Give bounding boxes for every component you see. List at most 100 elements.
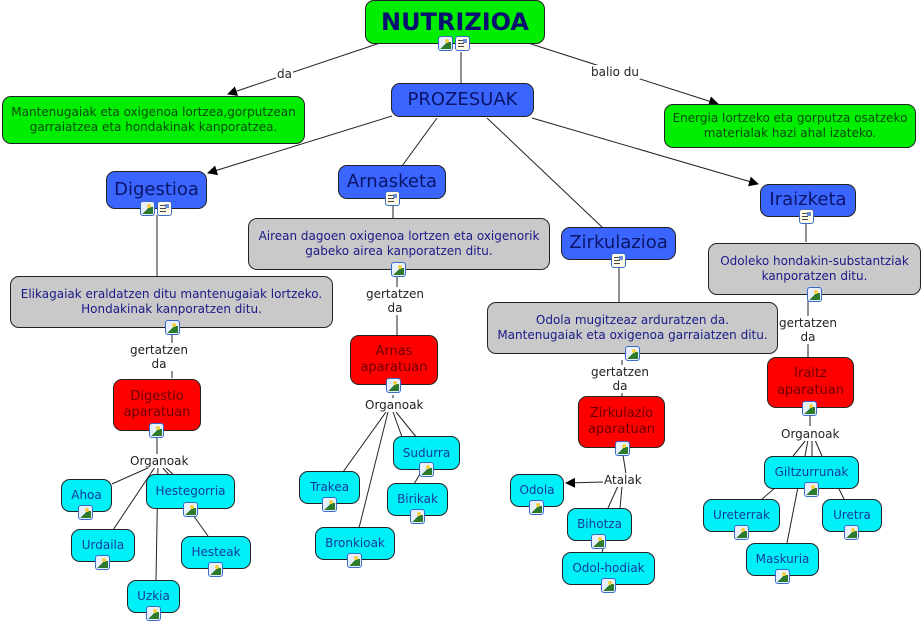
link-label-text: da <box>151 357 167 371</box>
description-arnasketa-icons <box>391 262 406 277</box>
value-node[interactable]: Energia lortzeko eta gorputza osatzeko m… <box>664 104 916 148</box>
processes-node[interactable]: PROZESUAK <box>391 83 534 117</box>
link-label-da: da <box>276 67 293 81</box>
image-icon[interactable] <box>391 262 406 277</box>
apparatus-line: aparatuan <box>360 360 428 375</box>
organ-icons <box>95 555 110 570</box>
document-icon[interactable] <box>611 253 626 268</box>
image-icon[interactable] <box>95 555 110 570</box>
apparatus-digestio-icons <box>149 423 164 438</box>
apparatus-line: Digestio <box>130 388 184 404</box>
link-label-gertatzen-da: gertatzen da <box>590 365 650 393</box>
organ-icons <box>591 534 606 549</box>
organ-icons <box>601 578 616 593</box>
document-icon[interactable] <box>799 209 814 224</box>
organ-icons <box>419 462 434 477</box>
apparatus-line: Arnas <box>375 343 413 359</box>
link-label-text: da <box>800 330 816 344</box>
definition-node[interactable]: Mantenugaiak eta oxigenoa lortzea,gorput… <box>2 96 305 144</box>
description-iraizketa[interactable]: Odoleko hondakin-substantziak kanporatze… <box>708 243 921 295</box>
image-icon[interactable] <box>78 505 93 520</box>
description-line: Hondakinak kanporatzen ditu. <box>81 302 262 316</box>
link-label-gertatzen-da: gertatzen da <box>129 343 189 371</box>
link-processes-digestioa <box>207 115 393 176</box>
image-icon[interactable] <box>775 569 790 584</box>
image-icon[interactable] <box>322 497 337 512</box>
organ-maskuria[interactable]: Maskuria <box>746 543 819 576</box>
iraizketa-icons <box>799 209 814 224</box>
link-label-organoak: Organoak <box>364 398 425 412</box>
image-icon[interactable] <box>804 482 819 497</box>
description-digestioa-icons <box>165 320 180 335</box>
image-icon[interactable] <box>140 201 155 216</box>
image-icon[interactable] <box>625 346 640 361</box>
image-icon[interactable] <box>149 423 164 438</box>
apparatus-line: Zirkulazio <box>589 405 654 421</box>
image-icon[interactable] <box>615 441 630 456</box>
process-zirkulazioa[interactable]: Zirkulazioa <box>561 227 676 260</box>
apparatus-line: aparatuan <box>776 382 845 398</box>
description-zirkulazioa[interactable]: Odola mugitzeaz arduratzen da. Mantenuga… <box>487 302 778 354</box>
organ-sudurra[interactable]: Sudurra <box>393 436 460 470</box>
organ-hestegorria[interactable]: Hestegorria <box>146 474 235 509</box>
apparatus-iraitz[interactable]: Iraitz aparatuan <box>767 357 854 408</box>
description-iraizketa-icons <box>807 287 822 302</box>
organ-hesteak[interactable]: Hesteak <box>181 536 251 569</box>
apparatus-line: aparatuan <box>123 405 191 420</box>
link-label-organoak: Organoak <box>129 454 190 468</box>
organ-icons <box>146 606 161 621</box>
organ-giltzurrunak[interactable]: Giltzurrunak <box>764 456 859 489</box>
description-digestioa[interactable]: Elikagaiak eraldatzen ditu mantenugaiak … <box>10 276 333 328</box>
link-label-atalak: Atalak <box>603 473 643 487</box>
link-label-text: gertatzen <box>779 316 837 330</box>
image-icon[interactable] <box>529 500 544 515</box>
organ-icons <box>775 569 790 584</box>
apparatus-zirkulazio-icons <box>615 441 630 456</box>
link-label-organoak: Organoak <box>780 427 841 441</box>
image-icon[interactable] <box>183 502 198 517</box>
image-icon[interactable] <box>386 378 401 393</box>
document-icon[interactable] <box>385 191 400 206</box>
apparatus-zirkulazio[interactable]: Zirkulazio aparatuan <box>578 396 665 448</box>
apparatus-line: Iraitz <box>794 366 827 382</box>
arnasketa-icons <box>385 191 400 206</box>
image-icon[interactable] <box>208 562 223 577</box>
organ-trakea[interactable]: Trakea <box>299 471 360 504</box>
image-icon[interactable] <box>419 462 434 477</box>
zirkulazioa-icons <box>611 253 626 268</box>
image-icon[interactable] <box>601 578 616 593</box>
organ-icons <box>844 525 859 540</box>
image-icon[interactable] <box>347 553 362 568</box>
organ-uretra[interactable]: Uretra <box>822 499 882 532</box>
organ-icons <box>529 500 544 515</box>
image-icon[interactable] <box>844 525 859 540</box>
process-digestioa[interactable]: Digestioa <box>106 171 207 209</box>
link-atalak-odola <box>565 477 604 488</box>
image-icon[interactable] <box>165 320 180 335</box>
apparatus-arnas[interactable]: Arnas aparatuan <box>350 335 438 385</box>
document-icon[interactable] <box>455 36 470 51</box>
document-icon[interactable] <box>157 201 172 216</box>
description-line: gabeko airea kanporatzen ditu. <box>305 244 493 258</box>
link-processes-arnasketa <box>401 117 438 167</box>
link-label-gertatzen-da: gertatzen da <box>365 287 425 315</box>
root-icons <box>438 36 470 51</box>
image-icon[interactable] <box>734 525 749 540</box>
link-label-balio-du: balio du <box>590 65 641 79</box>
link-processes-zirkulazioa <box>486 117 604 229</box>
apparatus-digestio[interactable]: Digestio aparatuan <box>113 379 201 431</box>
image-icon[interactable] <box>591 534 606 549</box>
image-icon[interactable] <box>807 287 822 302</box>
description-line: Airean dagoen oxigenoa lortzen eta oxige… <box>258 229 540 243</box>
link-label-text: da <box>387 301 403 315</box>
image-icon[interactable] <box>802 401 817 416</box>
organ-icons <box>410 509 425 524</box>
image-icon[interactable] <box>438 36 453 51</box>
image-icon[interactable] <box>410 509 425 524</box>
image-icon[interactable] <box>146 606 161 621</box>
link-label-gertatzen-da: gertatzen da <box>778 316 838 344</box>
link-label-text: gertatzen <box>130 343 188 357</box>
organ-icons <box>183 502 198 517</box>
apparatus-iraitz-icons <box>802 401 817 416</box>
description-line: Mantenugaiak eta oxigenoa garraiatzen di… <box>497 328 768 342</box>
